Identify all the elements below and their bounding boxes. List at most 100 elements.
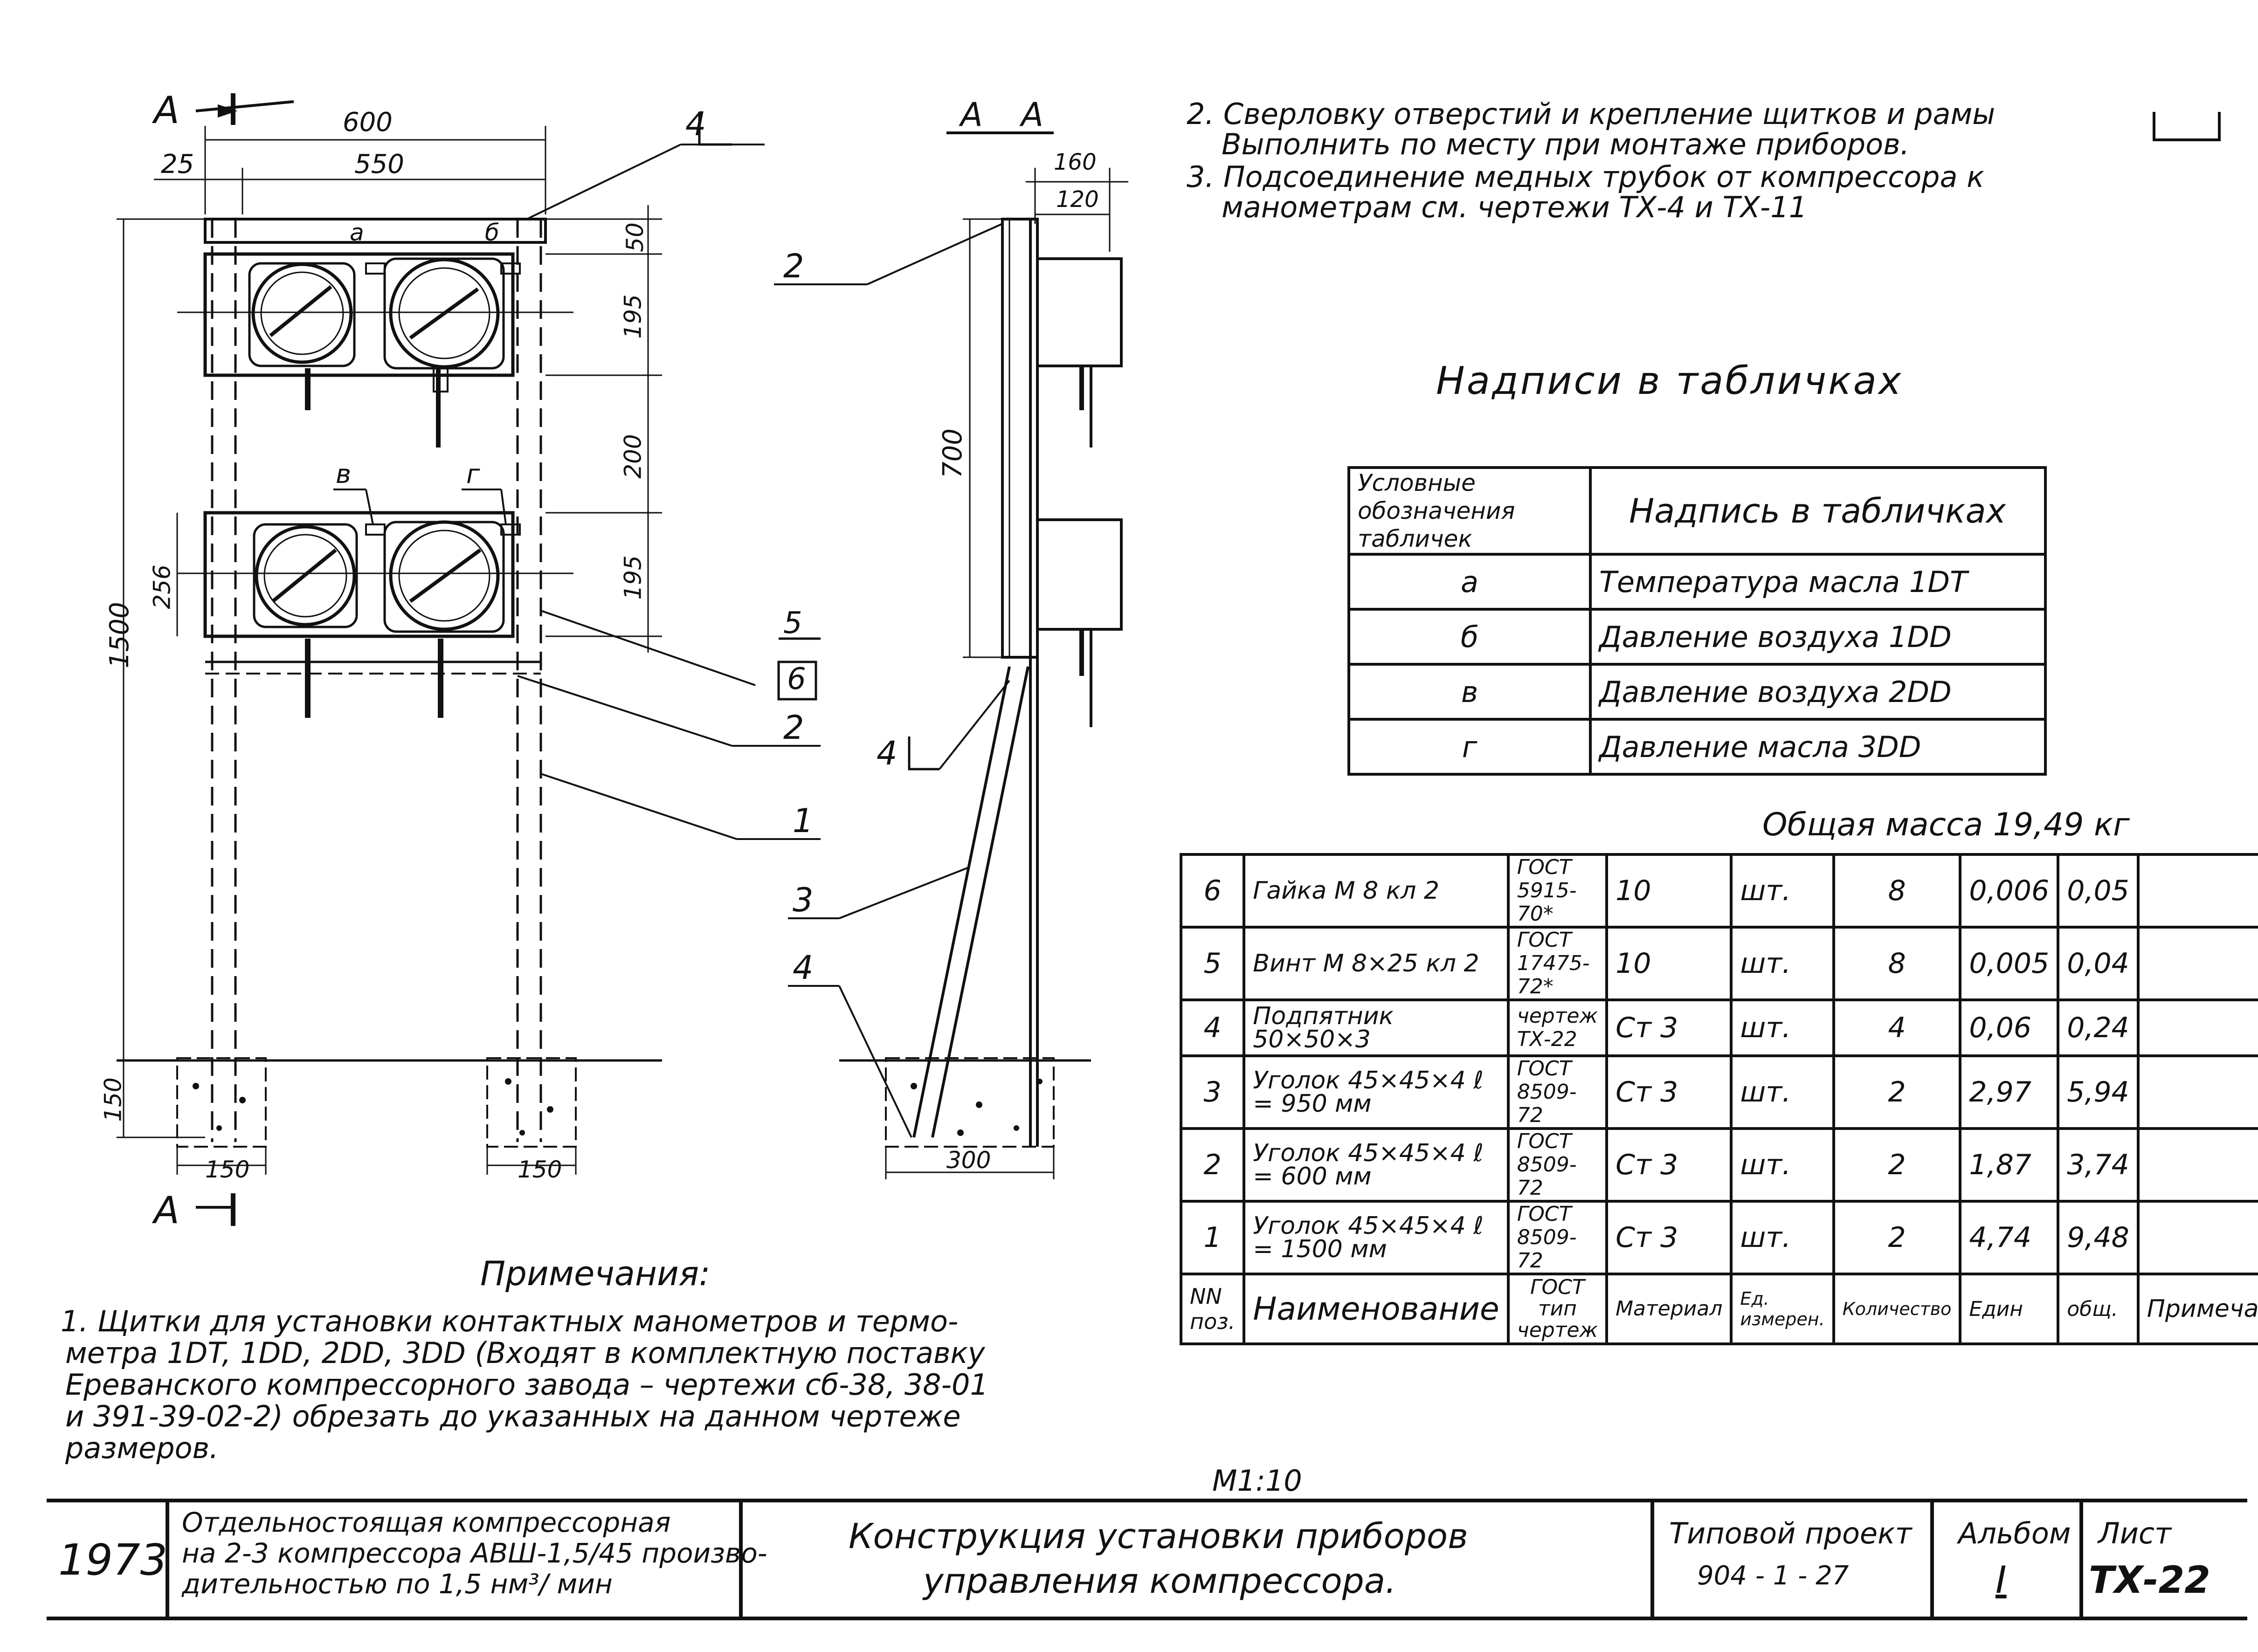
spec-header-row: NN поз. Наименование ГОСТ тип чертеж Мат… bbox=[1179, 1273, 2258, 1345]
notes-title: Примечания: bbox=[480, 1254, 711, 1293]
spec-cell-note bbox=[2136, 1127, 2258, 1203]
spec-cell-name: Гайка М 8 кл 2 bbox=[1243, 853, 1510, 929]
spec-cell-name: Уголок 45×45×4 ℓ = 600 мм bbox=[1243, 1127, 1510, 1203]
dim-1500: 1500 bbox=[104, 602, 135, 668]
dim-150-right: 150 bbox=[518, 1156, 562, 1183]
spec-cell-name: Уголок 45×45×4 ℓ = 950 мм bbox=[1243, 1054, 1510, 1130]
spec-cell-material: Ст 3 bbox=[1605, 1200, 1733, 1275]
spec-cell-qty: 8 bbox=[1832, 926, 1962, 1001]
spec-cell-material: Ст 3 bbox=[1605, 1127, 1733, 1203]
dim-600: 600 bbox=[343, 107, 393, 138]
leader-4-bottom: 4 bbox=[793, 949, 814, 987]
spec-cell-pos: 3 bbox=[1179, 1054, 1246, 1130]
spec-cell-total-mass: 3,74 bbox=[2057, 1127, 2140, 1203]
spec-cell-gost: ГОСТ 8509-72 bbox=[1506, 1054, 1609, 1130]
plates-title: Надписи в табличках bbox=[1436, 359, 1903, 403]
spec-cell-gost: ГОСТ 5915-70* bbox=[1506, 853, 1609, 929]
leader-1: 1 bbox=[793, 802, 814, 840]
spec-cell-qty: 2 bbox=[1832, 1054, 1962, 1130]
dim-195-lower: 195 bbox=[619, 555, 647, 600]
spec-cell-total-mass: 0,24 bbox=[2057, 998, 2140, 1057]
spec-cell-unit: шт. bbox=[1730, 998, 1835, 1057]
spec-cell-gost: чертеж ТХ-22 bbox=[1506, 998, 1609, 1057]
title-block: 1973 Отдельностоящая компрессорная на 2-… bbox=[47, 1499, 2247, 1620]
plates-row: в Давление воздуха 2DD bbox=[1347, 663, 2047, 721]
spec-cell-qty: 8 bbox=[1832, 853, 1962, 929]
spec-cell-pos: 5 bbox=[1179, 926, 1246, 1001]
plates-header-code: Условные обозначения табличек bbox=[1347, 466, 1592, 556]
note-line-2: метра 1DT, 1DD, 2DD, 3DD (Входят в компл… bbox=[65, 1336, 985, 1370]
spec-cell-note bbox=[2136, 1054, 2258, 1130]
spec-cell-note bbox=[2136, 998, 2258, 1057]
dim-200: 200 bbox=[619, 434, 647, 479]
leader-4-top: 4 bbox=[685, 105, 706, 143]
project-number: 904 - 1 - 27 bbox=[1697, 1561, 1849, 1591]
plates-header-text: Надпись в табличках bbox=[1589, 466, 2047, 556]
top-note-line-2: Выполнить по месту при монтаже приборов. bbox=[1222, 127, 1910, 161]
spec-cell-unit-mass: 0,06 bbox=[1959, 998, 2060, 1057]
album-label: Альбом bbox=[1958, 1516, 2071, 1550]
plates-row: б Давление воздуха 1DD bbox=[1347, 608, 2047, 666]
spec-cell-unit-mass: 1,87 bbox=[1959, 1127, 2060, 1203]
spec-cell-unit: шт. bbox=[1730, 1127, 1835, 1203]
top-note-line-4: манометрам см. чертежи ТХ-4 и ТХ-11 bbox=[1222, 190, 1808, 224]
note-line-4: и 391-39-02-2) обрезать до указанных на … bbox=[65, 1399, 961, 1433]
spec-cell-qty: 4 bbox=[1832, 998, 1962, 1057]
note-line-1: 1. Щитки для установки контактных маноме… bbox=[61, 1304, 959, 1338]
leader-4-mid: 4 bbox=[877, 734, 898, 772]
album-value: I bbox=[1996, 1558, 2007, 1602]
dim-195-upper: 195 bbox=[619, 294, 647, 339]
spec-cell-pos: 6 bbox=[1179, 853, 1246, 929]
spec-cell-note bbox=[2136, 926, 2258, 1001]
section-mark-a-top: A bbox=[154, 89, 180, 132]
dim-256: 256 bbox=[148, 564, 176, 609]
sheet-label: Лист bbox=[2098, 1516, 2172, 1550]
spec-cell-pos: 4 bbox=[1179, 998, 1246, 1057]
spec-cell-total-mass: 9,48 bbox=[2057, 1200, 2140, 1275]
spec-cell-gost: ГОСТ 8509-72 bbox=[1506, 1200, 1609, 1275]
dim-700: 700 bbox=[937, 428, 968, 478]
spec-cell-note bbox=[2136, 853, 2258, 929]
spec-cell-note bbox=[2136, 1200, 2258, 1275]
plates-table: Условные обозначения табличек Надпись в … bbox=[1347, 466, 2047, 776]
spec-cell-name: Подпятник 50×50×3 bbox=[1243, 998, 1510, 1057]
dim-25: 25 bbox=[161, 149, 194, 179]
spec-cell-unit-mass: 4,74 bbox=[1959, 1200, 2060, 1275]
note-line-5: размеров. bbox=[65, 1431, 219, 1465]
plate-label-g: г bbox=[466, 459, 480, 489]
leader-2-side: 2 bbox=[783, 247, 804, 285]
section-mark-a-bottom: A bbox=[154, 1189, 180, 1232]
spec-cell-material: Ст 3 bbox=[1605, 998, 1733, 1057]
spec-cell-unit-mass: 2,97 bbox=[1959, 1054, 2060, 1130]
plates-row: г Давление масла 3DD bbox=[1347, 718, 2047, 776]
plates-row: а Температура масла 1DT bbox=[1347, 553, 2047, 611]
dim-160: 160 bbox=[1054, 149, 1097, 175]
spec-cell-pos: 1 bbox=[1179, 1200, 1246, 1275]
spec-cell-material: Ст 3 bbox=[1605, 1054, 1733, 1130]
spec-cell-material: 10 bbox=[1605, 853, 1733, 929]
leader-5: 5 bbox=[783, 606, 802, 640]
plate-label-v: в bbox=[336, 459, 352, 489]
spec-cell-name: Уголок 45×45×4 ℓ = 1500 мм bbox=[1243, 1200, 1510, 1275]
spec-cell-material: 10 bbox=[1605, 926, 1733, 1001]
sheet-value: ТХ-22 bbox=[2089, 1558, 2210, 1602]
spec-cell-unit-mass: 0,005 bbox=[1959, 926, 2060, 1001]
spec-cell-total-mass: 0,05 bbox=[2057, 853, 2140, 929]
note-line-3: Ереванского компрессорного завода – черт… bbox=[65, 1368, 988, 1402]
spec-cell-unit: шт. bbox=[1730, 853, 1835, 929]
leader-2-front: 2 bbox=[783, 709, 804, 747]
spec-cell-qty: 2 bbox=[1832, 1127, 1962, 1203]
leader-3: 3 bbox=[793, 881, 814, 919]
spec-cell-name: Винт М 8×25 кл 2 bbox=[1243, 926, 1510, 1001]
dim-550: 550 bbox=[354, 149, 404, 179]
spec-cell-gost: ГОСТ 8509-72 bbox=[1506, 1127, 1609, 1203]
section-title: А А bbox=[960, 96, 1058, 134]
dim-120: 120 bbox=[1056, 186, 1099, 213]
title-object: Отдельностоящая компрессорная на 2-3 ком… bbox=[182, 1507, 767, 1600]
